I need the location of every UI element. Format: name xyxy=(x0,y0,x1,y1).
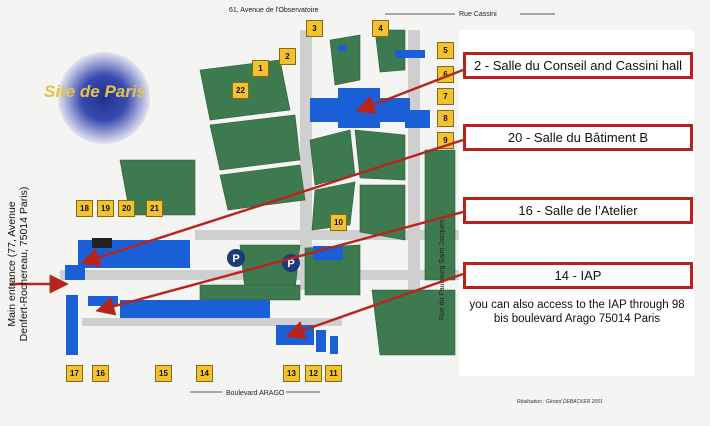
parking-p-2: P xyxy=(287,258,294,270)
building-label-11: 11 xyxy=(325,365,342,382)
building-label-15: 15 xyxy=(155,365,172,382)
callout-16: 16 - Salle de l’Atelier xyxy=(463,197,693,224)
building-label-4: 4 xyxy=(372,20,389,37)
building-label-14: 14 xyxy=(196,365,213,382)
dark-building xyxy=(92,238,112,248)
callout-14: 14 - IAP xyxy=(463,262,693,289)
building-label-12: 12 xyxy=(305,365,322,382)
street-bottom: Boulevard ARAGO xyxy=(226,390,285,397)
building-label-18: 18 xyxy=(76,200,93,217)
callout-2: 2 - Salle du Conseil and Cassini hall xyxy=(463,52,693,79)
building-label-10: 10 xyxy=(330,214,347,231)
site-title: Site de Paris xyxy=(44,82,147,101)
building-label-2: 2 xyxy=(279,48,296,65)
building-label-1: 1 xyxy=(252,60,269,77)
building-label-8: 8 xyxy=(437,110,454,127)
building-label-21: 21 xyxy=(146,200,163,217)
building-label-9: 9 xyxy=(437,132,454,149)
site-logo-glow xyxy=(58,52,150,144)
building-label-19: 19 xyxy=(97,200,114,217)
main-entrance-label: Main entrance (77, Avenue Denfert-Rocher… xyxy=(6,186,30,342)
building-label-17: 17 xyxy=(66,365,83,382)
building-label-6: 6 xyxy=(437,66,454,83)
building-label-7: 7 xyxy=(437,88,454,105)
street-top-right: Rue Cassini xyxy=(459,11,497,18)
building-label-22: 22 xyxy=(232,82,249,99)
map-credit: Réalisation : Gérard DEBACKER 2001 xyxy=(517,399,603,405)
building-label-13: 13 xyxy=(283,365,300,382)
iap-access-note: you can also access to the IAP through 9… xyxy=(469,299,685,325)
street-right: Rue du Faubourg Saint Jacques xyxy=(439,219,446,320)
building-label-16: 16 xyxy=(92,365,109,382)
parking-p-1: P xyxy=(232,253,239,265)
callout-20: 20 - Salle du Bâtiment B xyxy=(463,124,693,151)
building-label-3: 3 xyxy=(306,20,323,37)
street-top: 61, Avenue de l'Observatoire xyxy=(229,7,319,14)
building-label-5: 5 xyxy=(437,42,454,59)
building-label-20: 20 xyxy=(118,200,135,217)
street-arrows xyxy=(190,13,555,393)
